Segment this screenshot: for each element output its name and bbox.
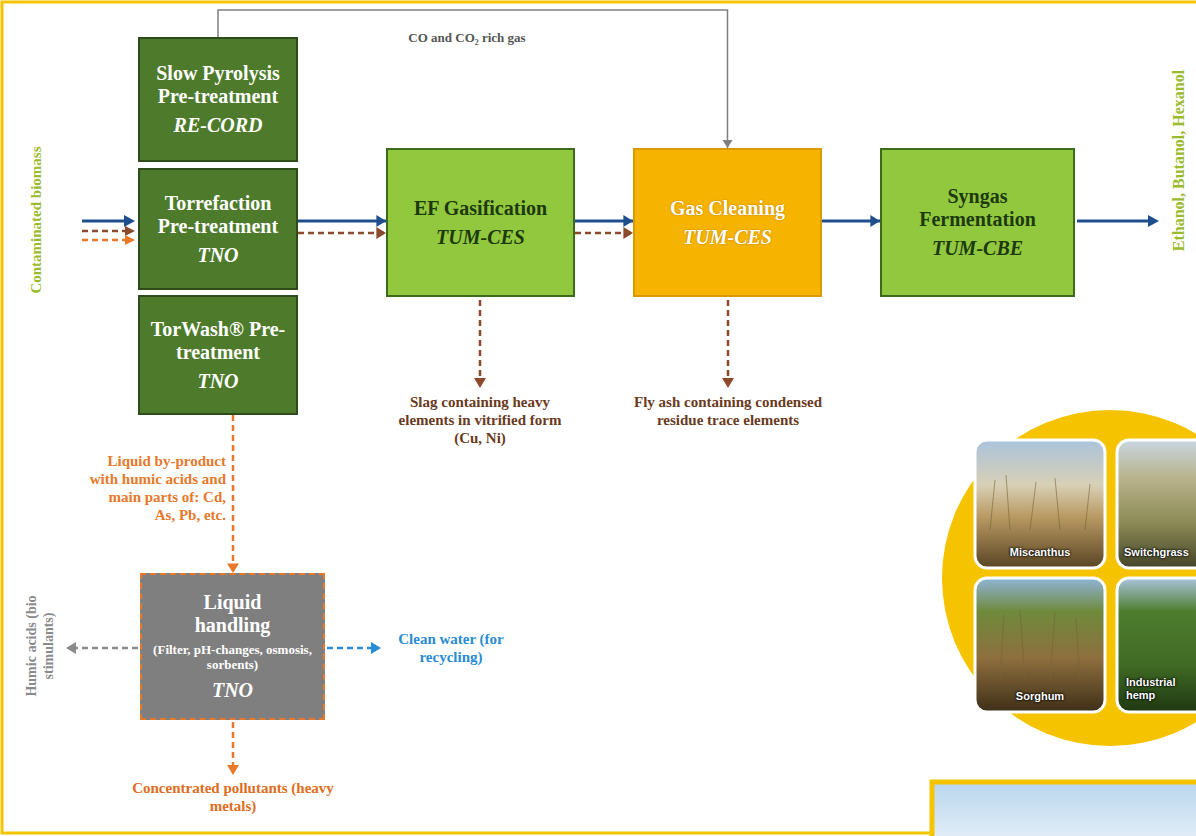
label-wrap: Humic acids (bio stimulants) <box>23 581 57 711</box>
grass-strokes <box>990 475 1090 680</box>
liquid-handling-box: Liquid handling (Filter, pH-changes, osmo… <box>140 573 325 720</box>
label-wrap: Contaminated biomass <box>27 110 45 330</box>
photo-tile <box>975 440 1105 568</box>
partner-name: TUM-CBE <box>932 237 1023 260</box>
input-arrows <box>82 215 135 245</box>
label-wrap: Ethanol, Butanol, Hexanol <box>1169 15 1188 305</box>
annotation: Slag containing heavy elements in vitrif… <box>385 393 575 447</box>
photo-caption: Switchgrass <box>1124 546 1192 559</box>
photo-caption: Miscanthus <box>980 546 1100 559</box>
process-name: TorWash® Pre-treatment <box>148 318 288 364</box>
label-wrap: CO and CO₂ rich gas <box>392 30 542 46</box>
partner-name: TNO <box>212 679 253 702</box>
process-name: Slow Pyrolysis Pre-treatment <box>148 62 288 108</box>
residue-arrows <box>474 300 734 388</box>
connector <box>822 215 880 227</box>
photo-panel <box>932 782 1196 836</box>
label-wrap: Liquid by-product with humic acids and m… <box>86 452 226 524</box>
edge-label: CO and CO₂ rich gas <box>392 30 542 46</box>
edge-label: Liquid by-product with humic acids and m… <box>86 452 226 524</box>
label-wrap: Fly ash containing condensed residue tra… <box>628 393 828 429</box>
label-wrap: Clean water (for recycling) <box>386 630 516 666</box>
label-wrap: Miscanthus <box>980 546 1100 559</box>
connector <box>227 415 239 573</box>
process-box: Syngas FermentationTUM-CBE <box>880 148 1075 297</box>
annotation: Humic acids (bio stimulants) <box>23 581 57 711</box>
process-name: (Filter, pH-changes, osmosis, sorbents) <box>150 643 315 673</box>
process-name: Syngas Fermentation <box>890 185 1065 231</box>
yellow-disc <box>942 410 1196 746</box>
partner-name: TNO <box>197 244 238 267</box>
process-name: Liquid handling <box>178 591 288 637</box>
process-box: Gas CleaningTUM-CES <box>633 148 822 297</box>
connector <box>575 215 633 227</box>
process-box: Slow Pyrolysis Pre-treatmentRE-CORD <box>138 37 298 162</box>
partner-name: TNO <box>197 370 238 393</box>
annotation: Clean water (for recycling) <box>386 630 516 666</box>
process-name: EF Gasification <box>414 197 547 220</box>
photo-caption: Industrial hemp <box>1126 676 1190 702</box>
connector <box>298 227 386 239</box>
process-name: Gas Cleaning <box>670 197 785 220</box>
photo-caption: Sorghum <box>980 690 1100 703</box>
annotation: Contaminated biomass <box>27 110 45 330</box>
label-wrap: Slag containing heavy elements in vitrif… <box>385 393 575 447</box>
process-box: EF GasificationTUM-CES <box>386 148 575 297</box>
annotation: Ethanol, Butanol, Hexanol <box>1169 15 1188 305</box>
output-arrow <box>1077 215 1159 227</box>
process-box: TorWash® Pre-treatmentTNO <box>138 295 298 415</box>
photo-tile <box>1117 440 1196 568</box>
partner-name: TUM-CES <box>683 226 772 249</box>
connector <box>298 215 386 227</box>
process-box: Torrefaction Pre-treatmentTNO <box>138 168 298 290</box>
label-wrap: Switchgrass <box>1124 546 1192 559</box>
process-name: Torrefaction Pre-treatment <box>148 192 288 238</box>
connector <box>575 227 633 239</box>
annotation: Concentrated pollutants (heavy metals) <box>123 779 343 815</box>
photo-tile <box>1117 578 1196 712</box>
partner-name: RE-CORD <box>174 114 263 137</box>
photo-tile <box>975 578 1105 712</box>
label-wrap: Concentrated pollutants (heavy metals) <box>123 779 343 815</box>
partner-name: TUM-CES <box>436 226 525 249</box>
annotation: Fly ash containing condensed residue tra… <box>628 393 828 429</box>
label-wrap: Industrial hemp <box>1126 676 1190 702</box>
label-wrap: Sorghum <box>980 690 1100 703</box>
